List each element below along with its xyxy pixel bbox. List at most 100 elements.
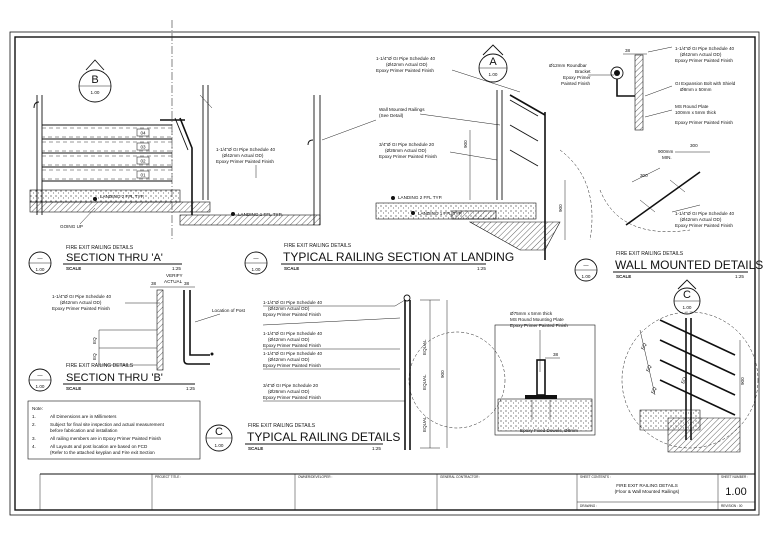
sheet-title-line1: FIRE EXIT RAILING DETAILS: [616, 483, 678, 488]
svg-text:Wall Mounted Railings: Wall Mounted Railings: [379, 107, 425, 112]
outer-border: [9, 31, 760, 516]
svg-text:3.: 3.: [32, 436, 36, 441]
step-03: 03: [140, 145, 146, 150]
section-thru-b-drawing: VERIFY ACTUAL 38 38 1-1/4"Ø GI Pipe Sche…: [52, 273, 246, 371]
svg-text:3/4"Ø GI Pipe Schedule 20: 3/4"Ø GI Pipe Schedule 20: [263, 383, 318, 388]
svg-text:1-1/4"Ø GI Pipe Schedule 40: 1-1/4"Ø GI Pipe Schedule 40: [216, 147, 276, 152]
svg-text:DRAWING :: DRAWING :: [580, 504, 597, 508]
svg-text:MS Round Plate: MS Round Plate: [675, 104, 709, 109]
svg-text:1.00: 1.00: [582, 274, 591, 279]
svg-text:900mm: 900mm: [658, 149, 673, 154]
svg-text:Epoxy Primer Painted Finish: Epoxy Primer Painted Finish: [263, 343, 321, 348]
svg-text:FIRE EXIT RAILING DETAILS: FIRE EXIT RAILING DETAILS: [284, 243, 352, 249]
dim-900-a: 900: [463, 140, 468, 148]
typical-section-title: — 1.00 FIRE EXIT RAILING DETAILS TYPICAL…: [244, 243, 514, 275]
svg-text:1.: 1.: [32, 414, 36, 419]
going-up-label: GOING UP: [60, 224, 83, 229]
svg-text:(Ø26mm Actual OD): (Ø26mm Actual OD): [385, 148, 427, 153]
svg-text:1.00: 1.00: [36, 267, 45, 272]
svg-text:—: —: [583, 263, 589, 269]
svg-text:EQ: EQ: [640, 342, 647, 350]
svg-text:OWNER/DEVELOPER :: OWNER/DEVELOPER :: [298, 475, 332, 479]
svg-text:VERIFY: VERIFY: [166, 273, 183, 278]
svg-text:1-1/4"Ø GI Pipe Schedule 40: 1-1/4"Ø GI Pipe Schedule 40: [263, 331, 323, 336]
svg-text:Epoxy Primer Painted Finish: Epoxy Primer Painted Finish: [675, 223, 733, 228]
section-a-ratio: 1:25: [172, 266, 181, 271]
svg-text:Epoxy Primer: Epoxy Primer: [563, 75, 591, 80]
svg-text:38: 38: [553, 352, 559, 357]
typical-section-drawing: 1-1/4"Ø GI Pipe Schedule 40 (Ø42mm Actua…: [179, 44, 593, 260]
svg-text:SHEET NUMBER :: SHEET NUMBER :: [721, 475, 748, 479]
title-block: PROJECT TITLE : OWNER/DEVELOPER : GENERA…: [39, 473, 755, 510]
bubble-b-ref: 1.00: [91, 90, 100, 95]
svg-text:2.: 2.: [32, 422, 36, 427]
svg-text:1.00: 1.00: [683, 305, 692, 310]
svg-text:—: —: [37, 373, 43, 379]
svg-text:EQUAL: EQUAL: [422, 374, 427, 390]
svg-text:(Ø42mm Actual OD): (Ø42mm Actual OD): [268, 357, 310, 362]
dim-900-b: 900: [558, 204, 563, 212]
svg-text:4.: 4.: [32, 444, 36, 449]
section-b-title: SECTION THRU 'B': [66, 372, 163, 384]
svg-text:(Ø42mm Actual OD): (Ø42mm Actual OD): [268, 337, 310, 342]
svg-text:All railing members are in Epo: All railing members are in Epoxy Primer …: [50, 436, 162, 441]
svg-text:SCALE: SCALE: [66, 386, 81, 391]
svg-text:1-1/4"Ø GI Pipe Schedule 40: 1-1/4"Ø GI Pipe Schedule 40: [376, 56, 436, 61]
svg-text:All Dimensions are in Millimet: All Dimensions are in Millimeters: [50, 414, 117, 419]
svg-text:SHEET CONTENTS :: SHEET CONTENTS :: [580, 475, 611, 479]
sheet-number: 1.00: [725, 486, 746, 498]
svg-text:MS Round Mounting Plate: MS Round Mounting Plate: [510, 317, 564, 322]
svg-text:Bracket: Bracket: [575, 69, 591, 74]
svg-text:900: 900: [740, 377, 745, 385]
step-04: 04: [140, 131, 146, 136]
svg-text:Epoxy Primer Painted Finish: Epoxy Primer Painted Finish: [510, 323, 568, 328]
svg-text:LANDING 1 FFL TYP.: LANDING 1 FFL TYP.: [418, 211, 462, 216]
svg-text:Epoxy Fixed Dowels, Ø8mm: Epoxy Fixed Dowels, Ø8mm: [520, 428, 578, 433]
svg-text:Note:: Note:: [32, 406, 43, 411]
svg-text:Epoxy Primer Painted Finish: Epoxy Primer Painted Finish: [675, 58, 733, 63]
svg-text:1:25: 1:25: [186, 386, 195, 391]
svg-text:Ø8mm x 50mm: Ø8mm x 50mm: [680, 87, 712, 92]
step-01: 01: [140, 173, 146, 178]
svg-text:Epoxy Primer Painted Finish: Epoxy Primer Painted Finish: [263, 312, 321, 317]
svg-text:EQ: EQ: [92, 337, 97, 344]
svg-text:(Ø42mm Actual OD): (Ø42mm Actual OD): [60, 300, 102, 305]
typical-details-title-text: TYPICAL RAILING DETAILS: [247, 430, 400, 444]
bubble-a-letter: A: [489, 56, 497, 68]
svg-text:300: 300: [690, 143, 698, 148]
svg-text:Epoxy Primer Painted Finish: Epoxy Primer Painted Finish: [376, 68, 434, 73]
svg-text:EQ: EQ: [650, 386, 657, 394]
svg-text:Epoxy Primer Painted Finish: Epoxy Primer Painted Finish: [216, 159, 274, 164]
svg-text:SCALE: SCALE: [284, 266, 299, 271]
sheet-title-line2: (Floor & Wall Mounted Railings): [615, 489, 680, 494]
svg-text:Ø75mm x 5mm thick: Ø75mm x 5mm thick: [510, 311, 553, 316]
section-a-scale: SCALE: [66, 266, 81, 271]
svg-text:1-1/4"Ø GI Pipe Schedule 40: 1-1/4"Ø GI Pipe Schedule 40: [263, 351, 323, 356]
svg-text:Subject for final site inspect: Subject for final site inspection and ac…: [50, 422, 165, 427]
svg-text:C: C: [215, 426, 223, 438]
svg-text:LANDING 2 FFL TYP.: LANDING 2 FFL TYP.: [398, 195, 442, 200]
svg-text:—: —: [253, 256, 259, 262]
typical-details-drawing: 1-1/4"Ø GI Pipe Schedule 40 (Ø42mm Actua…: [262, 279, 759, 453]
svg-text:1.00: 1.00: [215, 443, 224, 448]
section-thru-a-drawing: B 1.00 04 03 02 01: [29, 20, 213, 240]
wall-mounted-drawing: Ø12mm Roundbar Bracket Epoxy Primer Pain…: [549, 46, 736, 232]
svg-text:EQ: EQ: [645, 364, 652, 372]
wall-mounted-title-text: WALL MOUNTED DETAILS: [615, 258, 763, 272]
svg-text:(Ø42mm Actual OD): (Ø42mm Actual OD): [268, 306, 310, 311]
svg-text:1-1/4"Ø GI Pipe Schedule 40: 1-1/4"Ø GI Pipe Schedule 40: [675, 46, 735, 51]
step-02: 02: [140, 159, 146, 164]
svg-text:1-1/4"Ø GI Pipe Schedule 40: 1-1/4"Ø GI Pipe Schedule 40: [52, 294, 112, 299]
section-thru-b-title: — 1.00 FIRE EXIT RAILING DETAILS SECTION…: [28, 363, 195, 392]
svg-text:1:25: 1:25: [372, 446, 381, 451]
bubble-b-letter: B: [91, 74, 98, 86]
svg-text:REVISION : 00: REVISION : 00: [721, 504, 743, 508]
svg-text:EQ: EQ: [680, 376, 687, 384]
svg-text:1-1/4"Ø GI Pipe Schedule 40: 1-1/4"Ø GI Pipe Schedule 40: [675, 211, 735, 216]
svg-text:FIRE EXIT RAILING DETAILS: FIRE EXIT RAILING DETAILS: [66, 363, 134, 369]
svg-text:EQUAL: EQUAL: [422, 339, 427, 355]
svg-text:—: —: [37, 256, 43, 262]
svg-text:GI Expansion Bolt with Shield: GI Expansion Bolt with Shield: [675, 81, 736, 86]
svg-text:ACTUAL: ACTUAL: [164, 279, 183, 284]
